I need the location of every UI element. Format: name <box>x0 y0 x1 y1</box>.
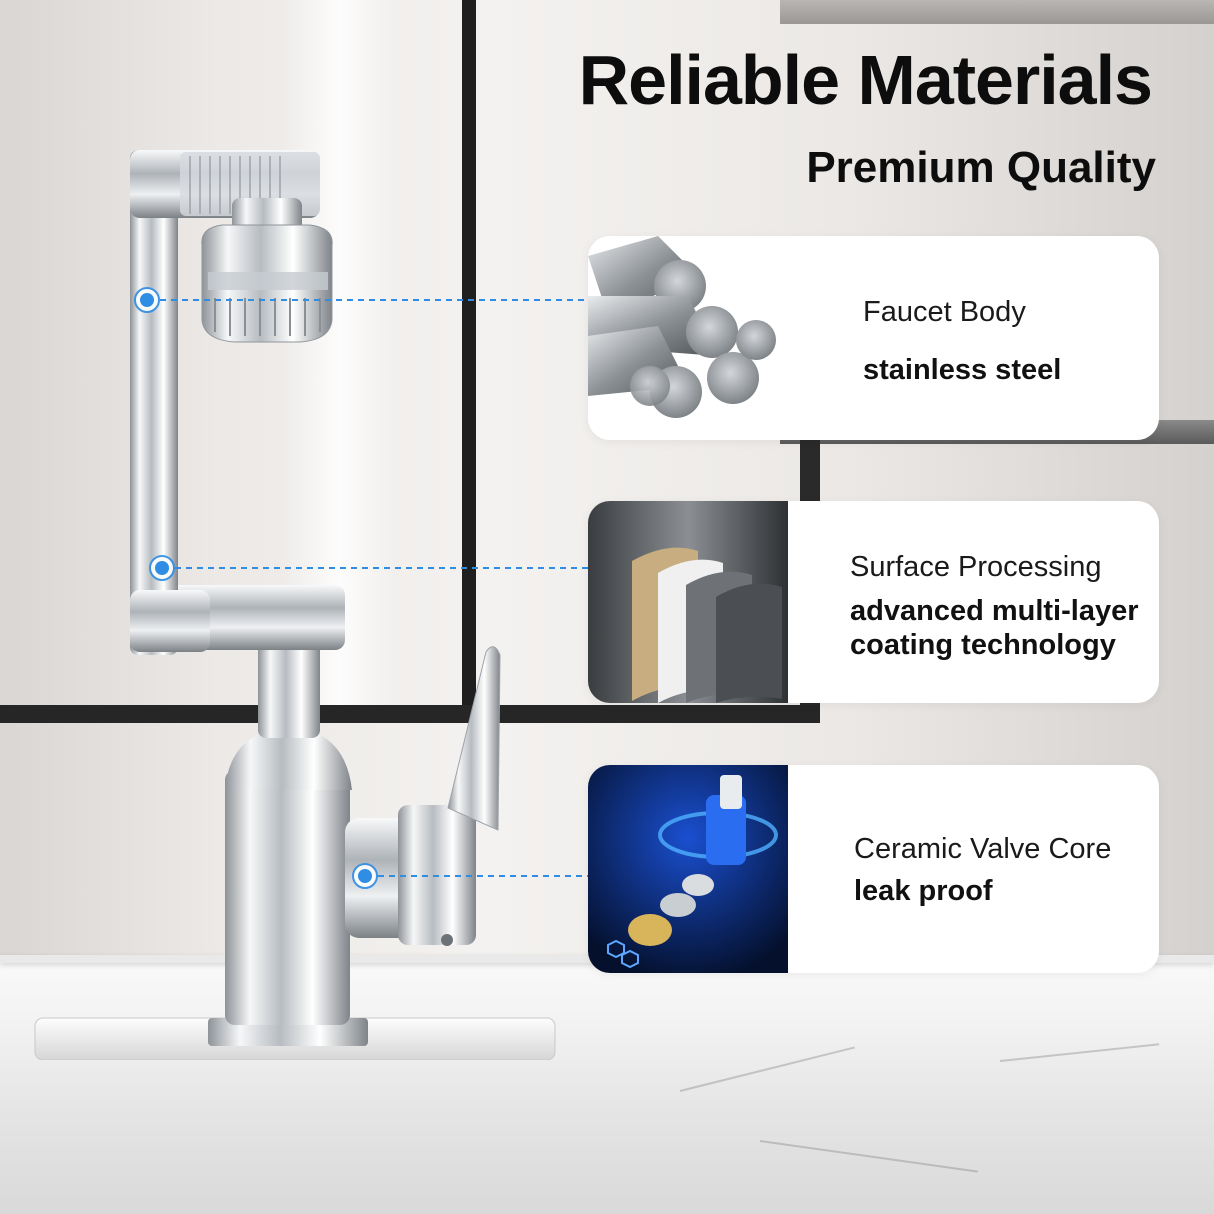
feature-description: advanced multi-layer coating technology <box>850 595 1139 662</box>
coating-layers-icon <box>588 501 788 703</box>
valve-core-icon <box>588 765 788 973</box>
mirror-frame-bottom <box>0 705 820 723</box>
steel-rods-icon <box>588 236 788 440</box>
page-title: Reliable Materials <box>578 41 1153 119</box>
feature-title: Ceramic Valve Core <box>854 833 1112 865</box>
feature-description: stainless steel <box>863 354 1062 386</box>
feature-card-faucet-body: Faucet Body stainless steel <box>588 236 1159 440</box>
feature-title: Surface Processing <box>850 551 1102 583</box>
faucet-illustration <box>34 150 556 1060</box>
mirror-frame-left <box>462 0 476 720</box>
background-shelf-top <box>780 0 1214 24</box>
feature-description: leak proof <box>854 875 993 907</box>
page-subtitle: Premium Quality <box>806 143 1156 192</box>
feature-card-valve-core: Ceramic Valve Core leak proof <box>588 765 1159 973</box>
feature-card-surface-processing: Surface Processing advanced multi-layer … <box>588 501 1159 703</box>
marble-countertop <box>0 955 1214 1214</box>
feature-title: Faucet Body <box>863 296 1026 328</box>
